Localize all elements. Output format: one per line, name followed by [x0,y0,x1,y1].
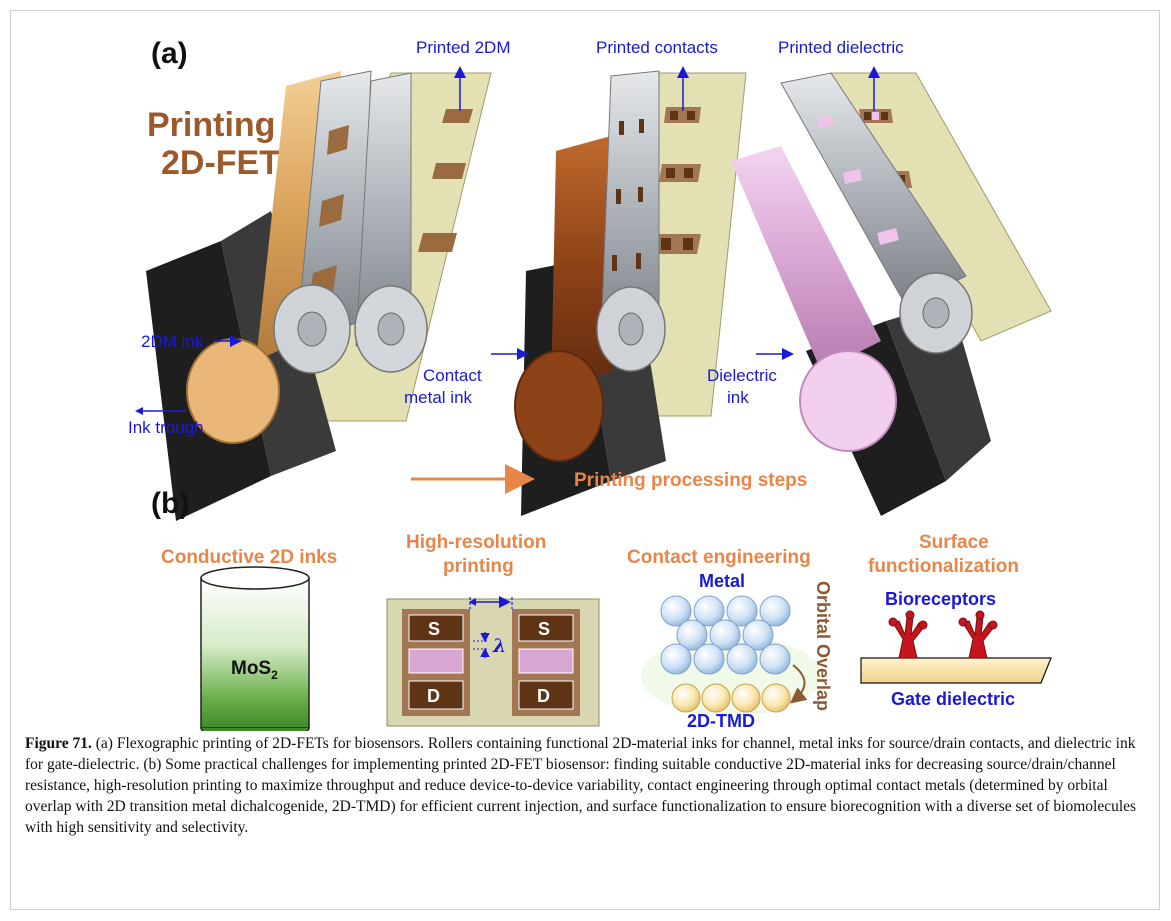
roller-pattern [319,194,344,227]
contact-metal-label-2: metal ink [404,388,473,407]
printed-contacts-label: Printed contacts [596,38,718,57]
surface-title-1: Surface [919,532,989,553]
anilox-roller-3 [780,72,967,307]
panel-b-label: (b) [151,487,189,520]
surface-functionalization-group: Surface functionalization Bioreceptors G… [860,532,1052,709]
caption-label: Figure 71. [25,735,92,752]
overlap-arrow [789,664,808,704]
station-2dm [146,70,492,521]
channel-right [518,648,574,674]
printed-dielectric-pad [859,109,893,123]
ink-roller-dielectric [731,146,881,371]
metal-atoms [660,595,791,675]
drain-right [518,680,574,710]
caption-text: (a) Flexographic printing of 2D-FETs for… [25,735,1137,836]
roller-pattern [327,125,349,155]
printed-2dm-label: Printed 2DM [416,38,510,57]
ink-vial-bottom [200,727,310,731]
source-right [518,614,574,642]
contact-engineering-group: Contact engineering Metal 2D-TMD Orbital… [627,547,833,731]
drain-right-label: D [537,686,550,706]
printed-2dm-pad [418,233,457,252]
orbital-overlap-label: Orbital Overlap [813,581,833,711]
station-dielectric [731,72,1052,516]
bioreceptor-molecule [888,610,928,659]
conductive-title: Conductive 2D inks [161,547,337,568]
tmd-atoms [671,683,791,713]
bioreceptors-label: Bioreceptors [885,589,996,609]
contact-title: Contact engineering [627,547,811,568]
drain-left-label: D [427,686,440,706]
drain-left [408,680,464,710]
gate-dielectric-label: Gate dielectric [891,689,1015,709]
tmd-label: 2D-TMD [687,711,755,731]
printed-contact-pad [659,164,701,182]
lambda-label: λ [492,635,506,657]
process-label: Printing processing steps [574,470,807,491]
channel-left [408,648,464,674]
conductive-inks-group: Conductive 2D inks MoS2 [161,547,337,731]
ink-2dm-label: 2DM ink [141,332,204,351]
station-contacts [514,70,747,516]
figure-graphic: (a) Printing of 2D-FETs [128,37,1052,731]
figure-frame: (a) Printing of 2D-FETs [10,10,1160,910]
metal-label: Metal [699,571,745,591]
ink-roller-metal [551,136,611,396]
contact-metal-label-1: Contact [423,366,482,385]
resolution-title-1: High-resolution [406,532,546,553]
gate-dielectric-layer [860,657,1052,684]
printed-2dm-pad [432,163,466,179]
printing-title-line2: 2D-FETs [161,144,296,182]
anilox-roller-1-axle [297,311,327,347]
ink-vial-top [200,566,310,590]
resolution-title-2: printing [443,556,514,577]
printed-2dm-pad [442,109,473,123]
ink-vial [200,577,310,729]
impression-roller-1-axle [377,312,405,346]
ink-roller-metal-end [514,350,604,462]
high-resolution-group: High-resolution printing S D S D λ [386,532,600,727]
ink-roller-dielectric-end [799,350,897,452]
printed-contact-pad [652,234,701,254]
source-left-label: S [428,619,440,639]
figure-caption: Figure 71. (a) Flexographic printing of … [25,733,1145,838]
source-right-label: S [538,619,550,639]
vial-label: MoS2 [231,658,278,682]
anilox-roller-3-axle [922,297,950,329]
surface-title-2: functionalization [868,556,1019,577]
ink-trough-3-wall [886,301,991,481]
printed-contact-pad [664,107,701,123]
panel-a-label: (a) [151,37,188,70]
anilox-roller-2-axle [618,312,644,346]
ink-trough-label: Ink trough [128,418,204,437]
printed-dielectric-label: Printed dielectric [778,38,904,57]
bioreceptor-molecule [958,610,998,659]
source-left [408,614,464,642]
dielectric-ink-label-2: ink [727,388,749,407]
dielectric-ink-label-1: Dielectric [707,366,777,385]
